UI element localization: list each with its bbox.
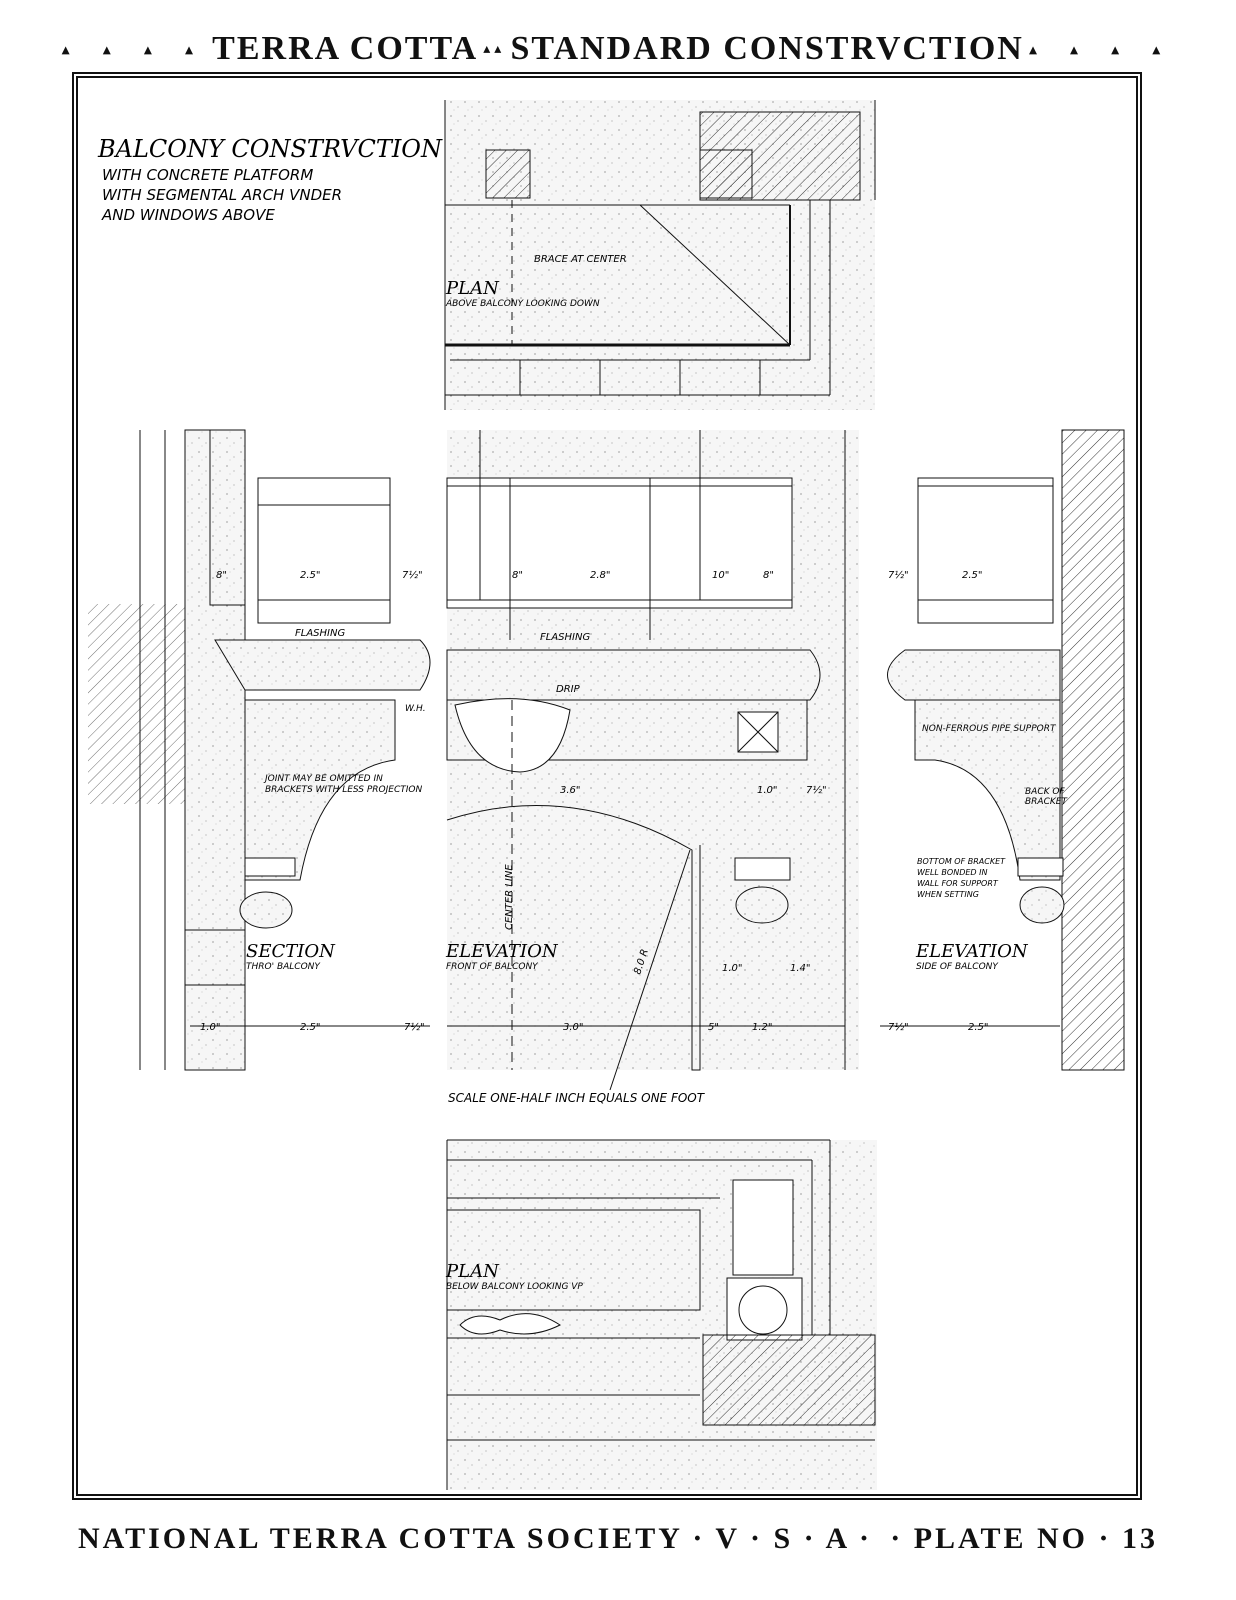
- section-dim-72: 7½": [402, 569, 423, 581]
- front-dim-5: 5": [708, 1022, 719, 1033]
- front-dim-8: 8": [512, 570, 523, 581]
- front-dim-28: 2.8": [590, 570, 611, 581]
- title-block: BALCONY CONSTRVCTION WITH CONCRETE PLATF…: [97, 135, 443, 224]
- front-flashing: FLASHING: [540, 632, 590, 643]
- front-dim-72: 7½": [806, 784, 827, 796]
- title-block-line2: WITH SEGMENTAL ARCH VNDER: [102, 186, 342, 204]
- header-title-left: TERRA COTTA: [212, 30, 479, 67]
- plan-above-drawing: [444, 100, 876, 410]
- section-dim-8: 8": [216, 570, 227, 581]
- side-bottom-note-3: WALL FOR SUPPORT: [917, 879, 999, 888]
- side-dim-72: 7½": [888, 569, 909, 581]
- header-right-ornament: ▴ ▴ ▴ ▴: [1028, 39, 1175, 59]
- side-bottom-note-4: WHEN SETTING: [917, 890, 979, 899]
- side-back-note-2: BRACKET: [1025, 797, 1068, 807]
- header-separator: ▴▴: [483, 41, 506, 57]
- header-left-ornament: ▴ ▴ ▴ ▴: [61, 39, 208, 59]
- front-dim-8b: 8": [763, 570, 774, 581]
- front-dim-14: 1.4": [790, 963, 811, 974]
- plan-above-note: BRACE AT CENTER: [534, 254, 627, 265]
- title-block-line3: AND WINDOWS ABOVE: [101, 206, 275, 224]
- section-drawing: [88, 429, 431, 1071]
- section-wh: W.H.: [405, 704, 426, 714]
- plate-header: ▴ ▴ ▴ ▴ TERRA COTTA ▴▴ STANDARD CONSTRVC…: [0, 30, 1236, 74]
- plan-above-subtitle: ABOVE BALCONY LOOKING DOWN: [445, 299, 600, 309]
- plan-below-subtitle: BELOW BALCONY LOOKING VP: [446, 1282, 583, 1292]
- side-bottom-note-1: BOTTOM OF BRACKET: [917, 857, 1006, 866]
- front-elevation-drawing: [446, 430, 859, 1091]
- front-drip: DRIP: [556, 684, 581, 695]
- title-block-line1: WITH CONCRETE PLATFORM: [102, 166, 313, 184]
- side-back-note-1: BACK OF: [1025, 787, 1065, 797]
- front-dim-10b: 1.0": [757, 785, 778, 796]
- plan-above-title: PLAN: [445, 278, 500, 299]
- front-dim-36: 3.6": [560, 785, 581, 796]
- plan-below-title: PLAN: [445, 1261, 500, 1282]
- side-subtitle: SIDE OF BALCONY: [916, 962, 999, 972]
- side-dim-72b: 7½": [888, 1021, 909, 1033]
- footer-plate-number: · PLATE NO · 13: [890, 1522, 1158, 1555]
- front-title: ELEVATION: [445, 941, 559, 962]
- side-bottom-note-2: WELL BONDED IN: [917, 868, 987, 877]
- side-elevation-drawing: [887, 429, 1125, 1071]
- section-dim-72b: 7½": [404, 1021, 425, 1033]
- side-dim-25b: 2.5": [968, 1022, 989, 1033]
- front-subtitle: FRONT OF BALCONY: [446, 962, 539, 972]
- side-title: ELEVATION: [915, 941, 1029, 962]
- front-dim-10: 10": [712, 570, 729, 581]
- plan-below-drawing: [446, 1139, 877, 1490]
- header-title-right: STANDARD CONSTRVCTION: [510, 30, 1024, 67]
- side-pipe-note: NON-FERROUS PIPE SUPPORT: [922, 724, 1057, 734]
- front-dim-10c: 1.0": [722, 963, 743, 974]
- side-dim-25: 2.5": [962, 570, 983, 581]
- section-subtitle: THRO' BALCONY: [246, 962, 321, 972]
- front-center-line: CENTER LINE: [504, 864, 515, 930]
- section-dim-25: 2.5": [300, 570, 321, 581]
- plate-footer: NATIONAL TERRA COTTA SOCIETY · V · S · A…: [78, 1522, 1158, 1572]
- footer-society: NATIONAL TERRA COTTA SOCIETY · V · S · A…: [78, 1522, 872, 1555]
- front-dim-30: 3.0": [563, 1022, 584, 1033]
- scale-note: SCALE ONE-HALF INCH EQUALS ONE FOOT: [448, 1091, 706, 1105]
- section-dim-25b: 2.5": [300, 1022, 321, 1033]
- section-title: SECTION: [246, 941, 336, 962]
- front-dim-12: 1.2": [752, 1022, 773, 1033]
- section-dim-10: 1.0": [200, 1022, 221, 1033]
- section-flashing: FLASHING: [295, 628, 345, 639]
- section-joint-note-2: BRACKETS WITH LESS PROJECTION: [265, 785, 422, 795]
- section-joint-note-1: JOINT MAY BE OMITTED IN: [263, 774, 383, 784]
- title-block-title: BALCONY CONSTRVCTION: [97, 135, 443, 163]
- plate-border: [72, 72, 1142, 1500]
